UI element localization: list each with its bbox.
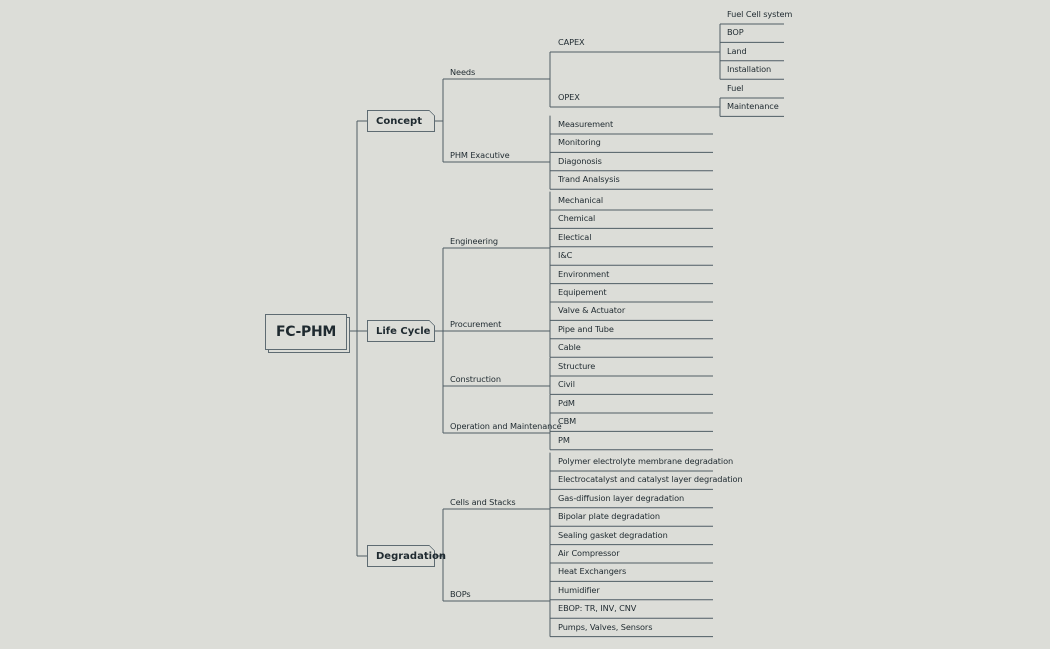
item-opex[interactable]: OPEX (558, 92, 580, 102)
sub-item-fuel[interactable]: Fuel (727, 83, 744, 93)
item-measurement[interactable]: Measurement (558, 119, 614, 129)
item-capex[interactable]: CAPEX (558, 37, 585, 47)
item-i-c[interactable]: I&C (558, 250, 573, 261)
item-monitoring[interactable]: Monitoring (558, 137, 601, 148)
item-pm[interactable]: PM (558, 434, 570, 445)
item-electrocatalyst-and-catalyst-layer-degradation[interactable]: Electrocatalyst and catalyst layer degra… (558, 474, 743, 485)
branch-life-cycle[interactable]: Life Cycle (367, 320, 435, 342)
item-cable[interactable]: Cable (558, 342, 581, 353)
item-chemical[interactable]: Chemical (558, 213, 596, 224)
item-electical[interactable]: Electical (558, 231, 592, 242)
group-phm-exacutive[interactable]: PHM Exacutive (450, 150, 510, 160)
item-pumps-valves-sensors[interactable]: Pumps, Valves, Sensors (558, 621, 653, 632)
group-procurement[interactable]: Procurement (450, 319, 502, 329)
item-environment[interactable]: Environment (558, 268, 610, 279)
branch-label: Life Cycle (376, 325, 431, 337)
item-humidifier[interactable]: Humidifier (558, 584, 600, 595)
sub-item-land[interactable]: Land (727, 45, 747, 56)
item-valve-actuator[interactable]: Valve & Actuator (558, 305, 626, 316)
sub-item-installation[interactable]: Installation (727, 64, 772, 75)
item-equipement[interactable]: Equipement (558, 287, 607, 297)
item-structure[interactable]: Structure (558, 361, 596, 371)
item-air-compressor[interactable]: Air Compressor (558, 548, 620, 558)
item-bipolar-plate-degradation[interactable]: Bipolar plate degradation (558, 511, 660, 522)
item-cbm[interactable]: CBM (558, 416, 577, 427)
group-needs[interactable]: Needs (450, 67, 476, 77)
item-polymer-electrolyte-membrane-degradation[interactable]: Polymer electrolyte membrane degradation (558, 456, 734, 466)
branch-concept[interactable]: Concept (367, 110, 435, 132)
item-heat-exchangers[interactable]: Heat Exchangers (558, 566, 627, 577)
group-bops[interactable]: BOPs (450, 589, 471, 599)
item-pipe-and-tube[interactable]: Pipe and Tube (558, 323, 614, 334)
branch-degradation[interactable]: Degradation (367, 545, 446, 567)
item-civil[interactable]: Civil (558, 379, 575, 390)
branch-label: Concept (376, 115, 422, 127)
item-ebop-tr-inv-cnv[interactable]: EBOP: TR, INV, CNV (558, 603, 637, 614)
item-diagonosis[interactable]: Diagonosis (558, 155, 602, 166)
fold-corner-icon (429, 110, 435, 116)
group-construction[interactable]: Construction (450, 374, 501, 384)
fold-corner-icon (429, 545, 435, 551)
item-gas-diffusion-layer-degradation[interactable]: Gas-diffusion layer degradation (558, 492, 685, 503)
sub-item-maintenance[interactable]: Maintenance (727, 101, 779, 112)
fold-corner-icon (429, 320, 435, 326)
item-pdm[interactable]: PdM (558, 398, 575, 408)
branch-label: Degradation (376, 550, 447, 562)
item-mechanical[interactable]: Mechanical (558, 195, 604, 205)
item-trand-analsysis[interactable]: Trand Analsysis (558, 174, 620, 185)
group-engineering[interactable]: Engineering (450, 236, 499, 246)
item-sealing-gasket-degradation[interactable]: Sealing gasket degradation (558, 529, 668, 540)
root-node[interactable]: FC-PHM (265, 314, 347, 350)
group-operation-and-maintenance[interactable]: Operation and Maintenance (450, 421, 562, 431)
sub-item-bop[interactable]: BOP (727, 27, 744, 38)
group-cells-and-stacks[interactable]: Cells and Stacks (450, 497, 516, 507)
sub-item-fuel-cell-system[interactable]: Fuel Cell system (727, 9, 793, 19)
